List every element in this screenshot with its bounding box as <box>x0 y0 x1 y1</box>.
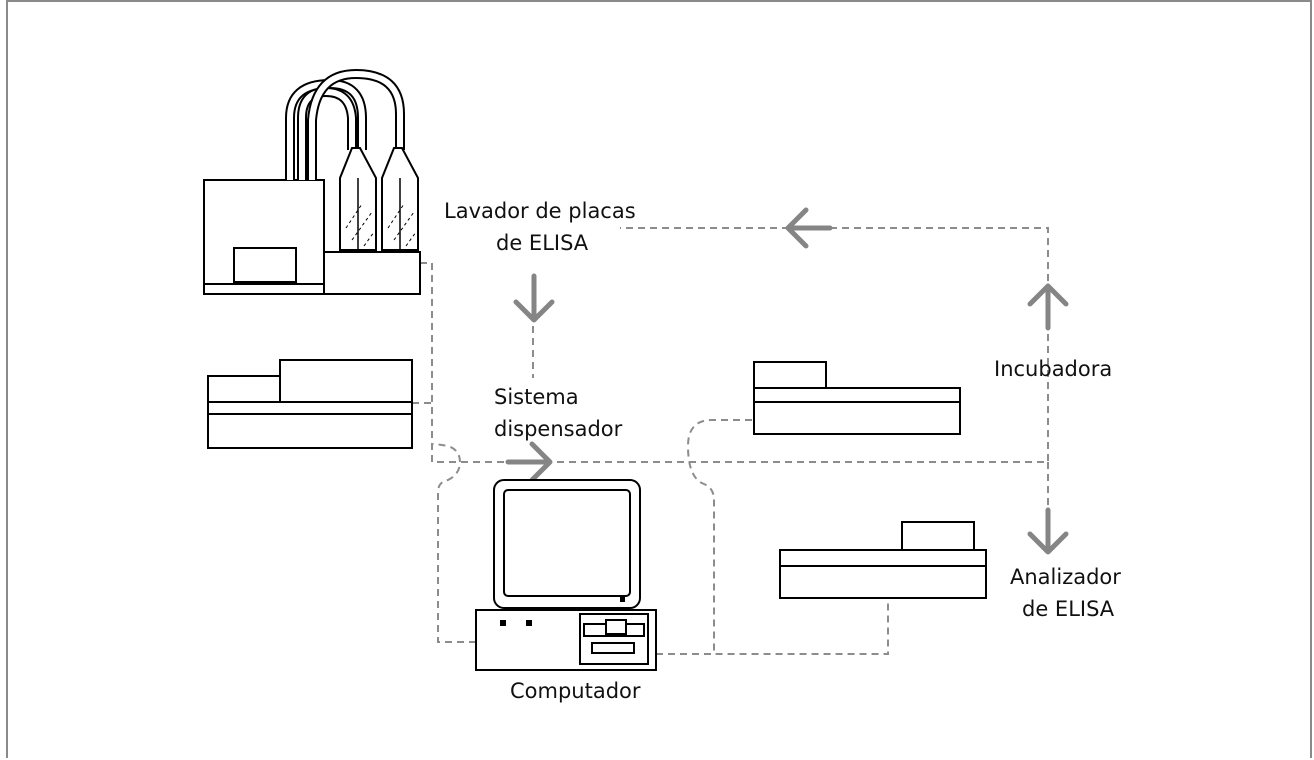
incubator-label: Incubadora <box>994 357 1112 381</box>
incubator-device-icon <box>753 361 961 435</box>
incubator-link <box>686 419 889 655</box>
dispenser-label-line2: dispensador <box>494 417 623 441</box>
washer-label-line2: de ELISA <box>496 231 589 255</box>
washer-label-line1: Lavador de placas <box>444 199 636 223</box>
flow-arrows <box>505 207 1069 555</box>
arrow-down-icon <box>1027 507 1069 555</box>
arrow-left-icon <box>785 207 833 249</box>
diagram-frame <box>6 0 1312 758</box>
computer-label: Computador <box>510 679 641 703</box>
computer-icon <box>475 479 657 671</box>
arrow-up-icon <box>1027 283 1069 331</box>
computer-left-link <box>431 443 476 643</box>
dispenser-label-line1: Sistema <box>494 385 579 409</box>
plate-washer-icon <box>203 68 421 295</box>
arrow-down-icon <box>513 273 555 323</box>
dispenser-device-icon <box>207 359 413 449</box>
analyzer-label-line2: de ELISA <box>1022 597 1115 621</box>
washer-to-main-line <box>420 227 1049 463</box>
analyzer-device-icon <box>779 521 987 599</box>
arrow-right-icon <box>505 441 553 483</box>
analyzer-label-line1: Analizador <box>1010 565 1121 589</box>
